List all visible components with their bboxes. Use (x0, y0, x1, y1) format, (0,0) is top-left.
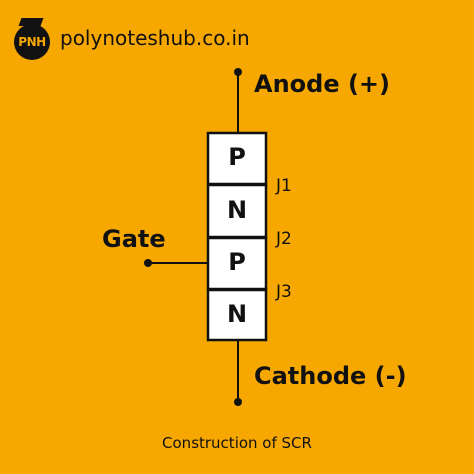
anode-terminal (234, 68, 242, 76)
cathode-terminal (234, 398, 242, 406)
layer-box-3 (206, 236, 268, 291)
figure-caption: Construction of SCR (162, 434, 312, 452)
layer-label-1: P (228, 143, 246, 171)
logo-text: PNH (18, 35, 46, 49)
layer-label-4: N (226, 300, 248, 328)
site-name[interactable]: polynoteshub.co.in (60, 26, 250, 50)
layer-box-4 (206, 288, 268, 342)
layer-label-2: N (226, 196, 248, 224)
gate-terminal (144, 259, 152, 267)
anode-label: Anode (+) (254, 70, 391, 98)
layer-box-1 (206, 131, 268, 186)
cathode-label: Cathode (-) (254, 362, 407, 390)
layer-box-2 (206, 183, 268, 239)
junction-label-j3: J3 (276, 282, 292, 302)
junction-label-j2: J2 (276, 229, 292, 249)
junction-label-j1: J1 (276, 176, 292, 196)
gate-label: Gate (102, 225, 166, 253)
layer-label-3: P (228, 248, 246, 276)
logo-icon: PNH (14, 18, 50, 60)
